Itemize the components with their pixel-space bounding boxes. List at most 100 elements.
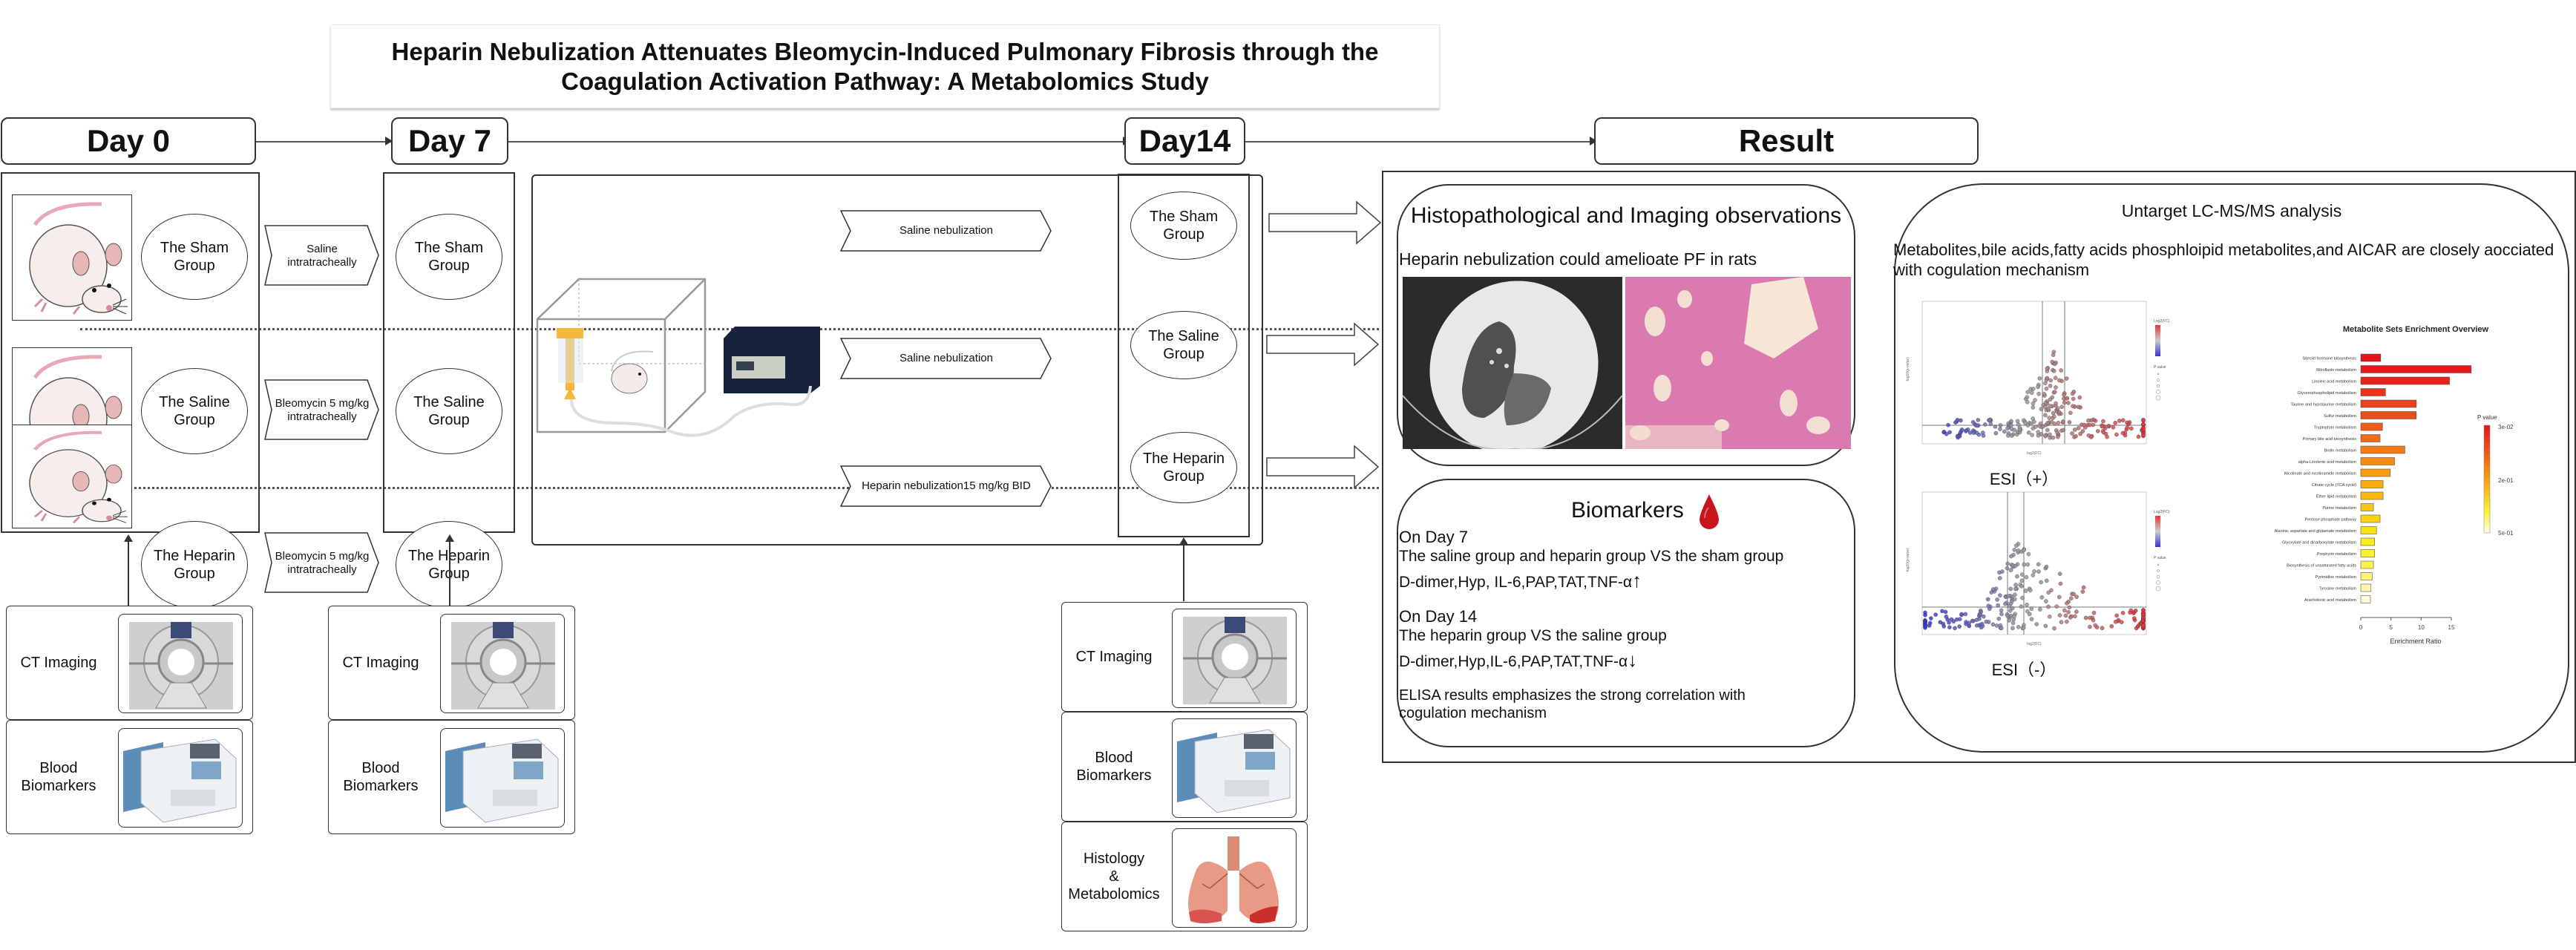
volcano-point [2050, 359, 2055, 364]
enrichment-bar [2360, 537, 2376, 546]
volcano-point [1967, 430, 1973, 435]
volcano-point [2062, 608, 2067, 613]
treatment-label: Bleomycin 5 mg/kg [275, 549, 370, 563]
nebulization-label: Saline nebulization [899, 224, 993, 237]
volcano-point [2093, 623, 2098, 628]
title-line-2: Coagulation Activation Pathway: A Metabo… [561, 67, 1209, 95]
blood-analyzer-icon [445, 738, 559, 823]
ct-scan-icon [1403, 281, 1622, 449]
day7-comparison: The saline group and heparin group VS th… [1399, 548, 1784, 565]
figure-title: Heparin Nebulization Attenuates Bleomyci… [330, 24, 1440, 108]
volcano-point [2043, 433, 2048, 438]
ct-scanner-image [440, 614, 565, 713]
assessment-ct-day0: CT Imaging [6, 606, 253, 720]
arrowhead-icon [445, 534, 454, 542]
enrichment-category-label: Biotin metabolism [2324, 449, 2357, 453]
enrichment-category-label: Tyrosine metabolism [2319, 587, 2357, 592]
assessment-connector [449, 539, 450, 607]
enrichment-category-label: Riboflavin metabolism [2316, 368, 2356, 373]
day14-panel [1118, 174, 1250, 537]
treatment-label: intratracheally [287, 563, 357, 576]
volcano-point [2010, 606, 2015, 611]
volcano-point [2012, 597, 2017, 602]
volcano-point [2048, 404, 2053, 409]
volcano-point [2051, 435, 2056, 440]
volcano-point [2071, 404, 2075, 408]
group-label: Group [428, 258, 470, 274]
volcano-point [2141, 417, 2146, 422]
treatment-label: intratracheally [287, 255, 357, 269]
volcano-point [2019, 604, 2024, 609]
volcano-point [2055, 434, 2060, 439]
volcano-point [2062, 400, 2067, 405]
label-line: Blood [39, 760, 78, 776]
volcano-point [2100, 626, 2105, 631]
volcano-point [1923, 618, 1927, 623]
volcano-point [2045, 428, 2050, 433]
volcano-point [2078, 431, 2082, 436]
volcano-point [2051, 369, 2056, 373]
arrowhead-icon [124, 534, 133, 542]
conclusion-line: ELISA results emphasizes the strong corr… [1399, 687, 1746, 704]
volcano-point [2008, 586, 2013, 592]
enrichment-category-label: Pyrimidine metabolism [2316, 575, 2357, 580]
volcano-point [2052, 626, 2056, 631]
volcano-point [2044, 386, 2049, 391]
ct-label: CT Imaging [1075, 649, 1153, 665]
esi-negative-label: ESI（-） [1991, 661, 2056, 679]
volcano-point [2009, 419, 2013, 424]
volcano-point [2028, 421, 2033, 426]
volcano-point [2073, 428, 2077, 432]
volcano-point [2057, 613, 2062, 618]
day7-header: Day 7 [391, 117, 508, 165]
histopathology-title: Histopathological and Imaging observatio… [1410, 203, 1842, 228]
volcano-point [2038, 607, 2042, 612]
enrichment-bar [2360, 480, 2384, 488]
volcano-point [2013, 583, 2018, 587]
volcano-point [2025, 562, 2031, 567]
enrichment-bar [2360, 353, 2382, 362]
volcano-point [2045, 376, 2050, 381]
volcano-point [1974, 430, 1979, 435]
volcano-point [1964, 428, 1969, 433]
volcano-point [2054, 385, 2058, 390]
enrichment-category-label: Tryptophan metabolism [2314, 426, 2357, 430]
chevron-shape [264, 225, 379, 286]
volcano-point [2043, 413, 2048, 418]
label-line: Metabolomics [1068, 886, 1160, 902]
volcano-point [2029, 606, 2034, 612]
enrichment-bar [2360, 572, 2373, 580]
volcano-point [1933, 612, 1938, 617]
volcano-xlabel: log2(FC) [2027, 642, 2042, 646]
enrichment-category-label: alpha-Linolenic acid metabolism [2298, 460, 2357, 465]
nebulization-chevron-heparin: Heparin nebulization15 mg/kg BID [840, 465, 1052, 507]
enrichment-category-label: Arachidonic acid metabolism [2304, 598, 2356, 603]
pvalue-legend-label: 5e-01 [2498, 530, 2514, 537]
group-separator [80, 328, 1379, 330]
description-line: with cogulation mechanism [1893, 261, 2090, 279]
volcano-point [2039, 580, 2043, 585]
volcano-point [2070, 391, 2075, 396]
volcano-point [2062, 393, 2066, 397]
volcano-point [1997, 576, 2002, 580]
volcano-point [2055, 430, 2060, 435]
enrichment-category-label: Citrate cycle (TCA cycle) [2312, 483, 2356, 488]
volcano-point [2081, 585, 2086, 590]
enrichment-category-label: Steroid hormone biosynthesis [2303, 357, 2357, 361]
plot-frame [1921, 491, 2147, 635]
label-line: Biomarkers [1076, 767, 1152, 784]
lungs-image [1172, 828, 1297, 928]
volcano-point [2019, 572, 2025, 577]
blood-analyzer-icon [1177, 729, 1291, 813]
volcano-point [2031, 416, 2035, 421]
volcano-point [2061, 419, 2065, 424]
volcano-point [2036, 569, 2041, 574]
volcano-point [1989, 590, 1994, 594]
volcano-point [1999, 569, 2005, 574]
